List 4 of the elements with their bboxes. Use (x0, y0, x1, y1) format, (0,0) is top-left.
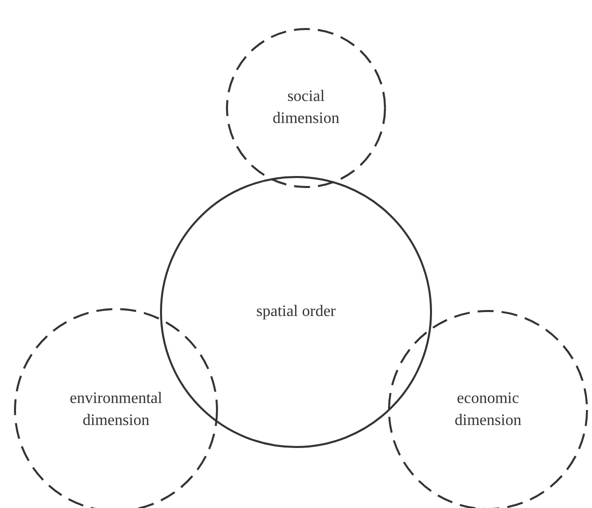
circle-label: environmental dimension (68, 389, 164, 431)
circle-label: economic dimension (454, 389, 522, 431)
circle-label: spatial order (255, 302, 337, 322)
circle-label: social dimension (272, 87, 340, 129)
